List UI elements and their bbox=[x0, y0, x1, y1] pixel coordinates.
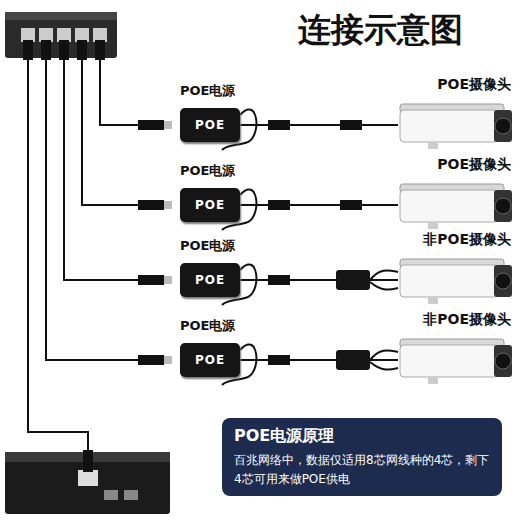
rj45-plug bbox=[41, 40, 51, 60]
poe-adapter: POE电源POE bbox=[180, 343, 240, 377]
rj45-plug bbox=[59, 40, 69, 60]
info-body: 百兆网络中，数据仅适用8芯网线种的4芯，剩下4芯可用来做POE供电 bbox=[234, 451, 490, 488]
camera-box: POE摄像头 bbox=[398, 100, 515, 150]
port bbox=[39, 28, 53, 42]
camera-body bbox=[400, 265, 498, 297]
rj45-plug bbox=[138, 275, 164, 285]
camera-lens bbox=[495, 353, 511, 369]
camera-mount bbox=[428, 222, 438, 229]
rj45-plug bbox=[138, 120, 164, 130]
port bbox=[93, 28, 107, 42]
camera-lens bbox=[495, 198, 511, 214]
rj45-plug bbox=[23, 40, 33, 60]
cable bbox=[82, 58, 150, 205]
info-heading: POE电源原理 bbox=[234, 426, 490, 447]
diagram-title: 连接示意图 bbox=[298, 8, 463, 53]
adapter-text: POE bbox=[195, 118, 225, 132]
info-box: POE电源原理百兆网络中，数据仅适用8芯网线种的4芯，剩下4芯可用来做POE供电 bbox=[222, 418, 502, 496]
camera-box: POE摄像头 bbox=[398, 180, 515, 230]
rj45-plug bbox=[138, 200, 164, 210]
nvr-port bbox=[124, 490, 138, 500]
adapter-text: POE bbox=[195, 353, 225, 367]
camera-label: 非POE摄像头 bbox=[423, 231, 511, 249]
cable bbox=[64, 58, 150, 280]
rj45-tip bbox=[164, 276, 172, 284]
node-heading: POE电源 bbox=[180, 162, 235, 180]
adapter-text: POE bbox=[195, 198, 225, 212]
camera-front bbox=[494, 110, 512, 142]
rj45-plug bbox=[95, 40, 105, 60]
network-cable bbox=[240, 359, 398, 361]
nvr-recorder bbox=[5, 450, 170, 514]
poe-adapter: POE电源POE bbox=[180, 263, 240, 297]
port bbox=[75, 28, 89, 42]
camera-front bbox=[494, 265, 512, 297]
poe-adapter: POE电源POE bbox=[180, 188, 240, 222]
camera-body bbox=[400, 110, 498, 142]
adapter-text: POE bbox=[195, 273, 225, 287]
left-plugs bbox=[138, 120, 172, 365]
camera-cable-plugs bbox=[268, 120, 362, 365]
camera-label: POE摄像头 bbox=[437, 156, 511, 174]
rj45-plug bbox=[77, 40, 87, 60]
camera-illustration bbox=[398, 100, 515, 150]
node-heading: POE电源 bbox=[180, 317, 235, 335]
camera-box: 非POE摄像头 bbox=[398, 335, 515, 385]
rj45-tip bbox=[164, 121, 172, 129]
rj45-plug bbox=[138, 355, 164, 365]
poe-splitters bbox=[336, 270, 398, 370]
rj45-tip bbox=[164, 356, 172, 364]
camera-mount bbox=[428, 297, 438, 304]
network-cable bbox=[240, 204, 398, 206]
camera-illustration bbox=[398, 335, 515, 385]
camera-lens bbox=[495, 118, 511, 134]
camera-body bbox=[400, 345, 498, 377]
network-cables bbox=[28, 58, 150, 452]
switch-top bbox=[5, 12, 117, 20]
camera-box: 非POE摄像头 bbox=[398, 255, 515, 305]
nvr-port bbox=[78, 470, 98, 486]
poe-adapter: POE电源POE bbox=[180, 108, 240, 142]
camera-label: 非POE摄像头 bbox=[423, 311, 511, 329]
rj45-plug bbox=[83, 450, 93, 472]
camera-front bbox=[494, 190, 512, 222]
camera-illustration bbox=[398, 180, 515, 230]
camera-front bbox=[494, 345, 512, 377]
cable bbox=[46, 58, 150, 360]
camera-illustration bbox=[398, 255, 515, 305]
camera-body bbox=[400, 190, 498, 222]
node-heading: POE电源 bbox=[180, 237, 235, 255]
camera-label: POE摄像头 bbox=[437, 76, 511, 94]
node-heading: POE电源 bbox=[180, 82, 235, 100]
camera-lens bbox=[495, 273, 511, 289]
poe-switch bbox=[5, 12, 117, 60]
network-cable bbox=[240, 124, 398, 126]
camera-mount bbox=[428, 142, 438, 149]
rj45-tip bbox=[164, 201, 172, 209]
camera-mount bbox=[428, 377, 438, 384]
cable bbox=[28, 58, 88, 452]
port bbox=[57, 28, 71, 42]
network-cable bbox=[240, 279, 398, 281]
port bbox=[21, 28, 35, 42]
nvr-port bbox=[104, 490, 118, 500]
cable bbox=[100, 58, 150, 125]
